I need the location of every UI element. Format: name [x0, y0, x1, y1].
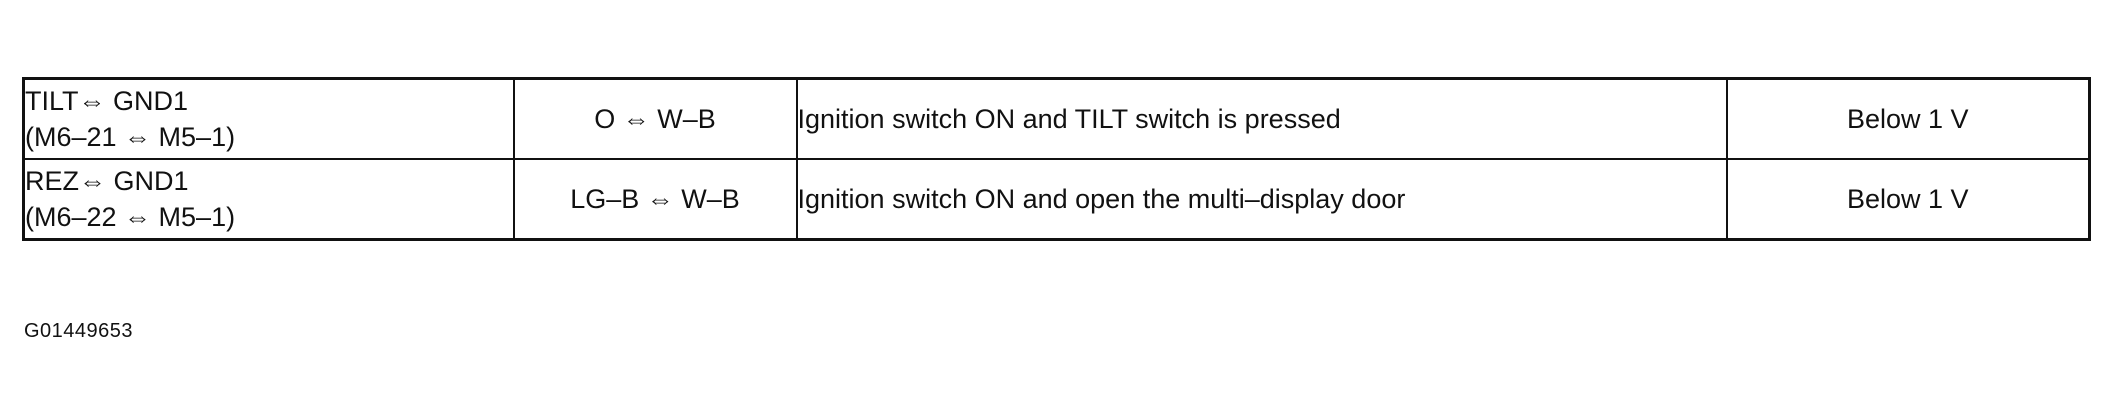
- condition-cell: Ignition switch ON and TILT switch is pr…: [795, 77, 1728, 160]
- terminal-cell: REZ⇔ GND1 (M6–22 ⇔ M5–1): [22, 158, 515, 241]
- figure-id: G01449653: [24, 320, 134, 342]
- terminal-name: REZ⇔ GND1: [25, 166, 189, 196]
- terminal-cell: TILT⇔ GND1 (M6–21 ⇔ M5–1): [22, 77, 515, 160]
- terminal-name: TILT⇔ GND1: [25, 86, 189, 116]
- condition-cell: Ignition switch ON and open the multi–di…: [795, 158, 1728, 241]
- wire-color-cell: LG–B ⇔ W–B: [512, 158, 798, 241]
- terminal-voltage-table: TILT⇔ GND1 (M6–21 ⇔ M5–1) O ⇔ W–B Igniti…: [22, 77, 2091, 241]
- specified-condition-cell: Below 1 V: [1725, 158, 2091, 241]
- specified-condition-cell: Below 1 V: [1725, 77, 2091, 160]
- table-row: TILT⇔ GND1 (M6–21 ⇔ M5–1) O ⇔ W–B Igniti…: [22, 77, 2091, 160]
- table-row: REZ⇔ GND1 (M6–22 ⇔ M5–1) LG–B ⇔ W–B Igni…: [22, 158, 2091, 241]
- terminal-pins: (M6–21 ⇔ M5–1): [25, 122, 236, 152]
- wire-color-cell: O ⇔ W–B: [512, 77, 798, 160]
- terminal-pins: (M6–22 ⇔ M5–1): [25, 202, 236, 232]
